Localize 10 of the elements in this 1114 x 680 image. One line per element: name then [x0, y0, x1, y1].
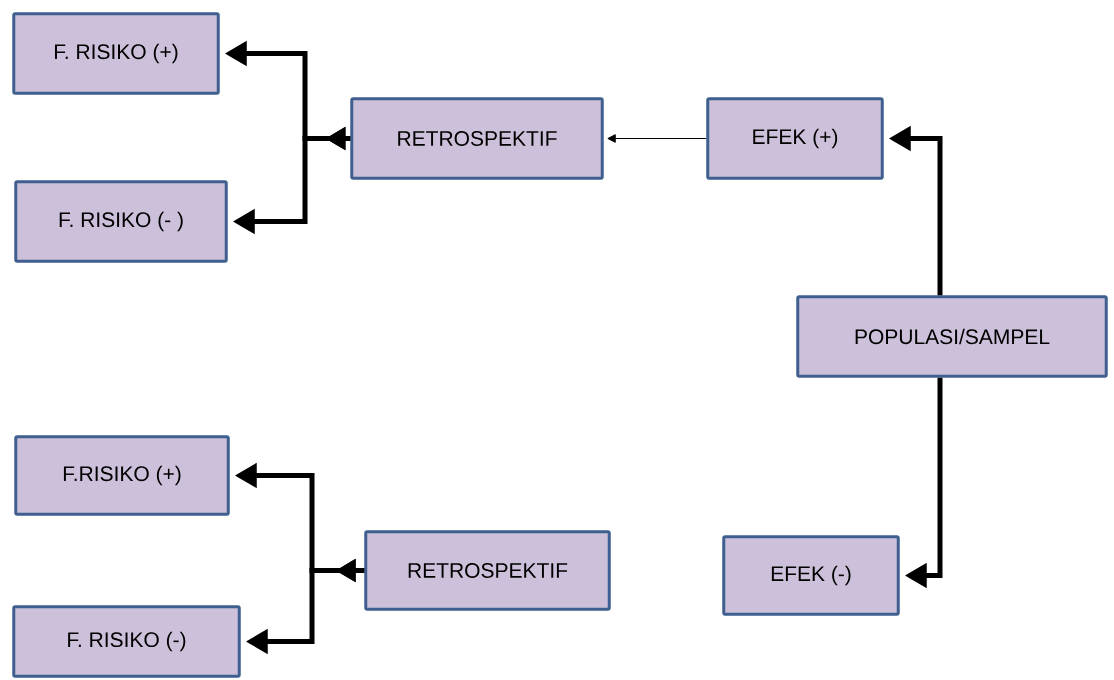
process-box: F.RISIKO (+) — [14, 435, 230, 516]
process-box: RETROSPEKTIF — [364, 530, 611, 611]
process-box: RETROSPEKTIF — [350, 97, 604, 180]
process-box: POPULASI/SAMPEL — [796, 295, 1108, 378]
process-box: EFEK (-) — [722, 535, 900, 616]
arrow — [607, 134, 707, 143]
process-box: EFEK (+) — [706, 97, 884, 180]
process-box: F. RISIKO (-) — [12, 605, 241, 678]
process-box: F. RISIKO (- ) — [14, 180, 228, 263]
process-box: F. RISIKO (+) — [12, 12, 220, 95]
